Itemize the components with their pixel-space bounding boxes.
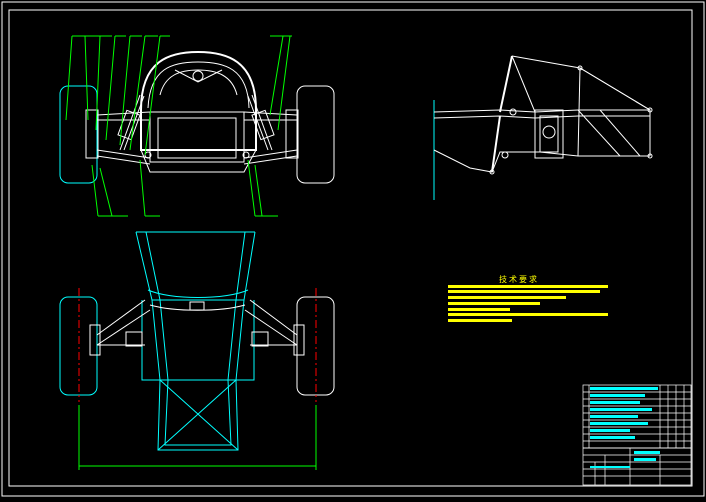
- title-block: [582, 384, 692, 486]
- front-view-right-wheel: [296, 85, 335, 184]
- technical-requirements-lines: [448, 285, 608, 322]
- top-view: [59, 231, 335, 470]
- front-view: [59, 35, 335, 217]
- track-width-dimension: [78, 405, 317, 470]
- front-view-left-wheel: [59, 85, 98, 184]
- side-view: [433, 55, 653, 200]
- technical-requirements-title: 技术要求: [499, 275, 539, 284]
- parts-list-entries: [590, 387, 660, 468]
- inner-frame: [8, 9, 693, 487]
- front-view-roll-hoop: [140, 50, 257, 151]
